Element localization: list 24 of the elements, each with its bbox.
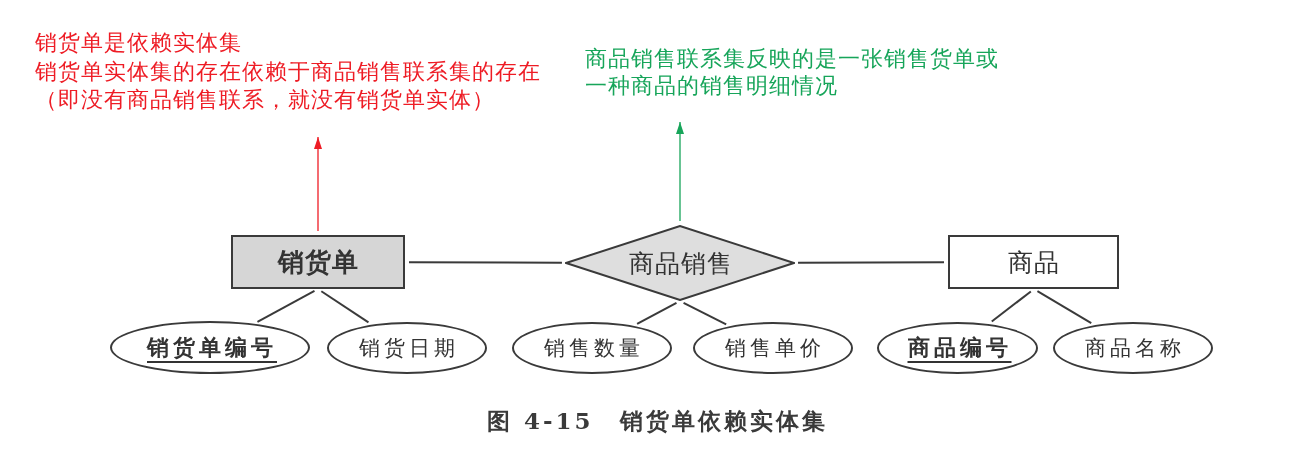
connector-line (636, 301, 678, 325)
connector-line (1036, 290, 1093, 325)
figure-caption: 图 4-15 销货单依赖实体集 (487, 406, 828, 436)
connector-line (797, 261, 945, 264)
connector-line (320, 290, 370, 324)
attribute-ellipse: 销售数量 (512, 322, 672, 374)
connector-line (256, 289, 316, 323)
relationship-diamond: 商品销售 (565, 225, 795, 301)
annotation-text: 商品销售联系集反映的是一张销售货单或一种商品的销售明细情况 (585, 45, 1000, 99)
attribute-ellipse: 销售单价 (693, 322, 853, 374)
attribute-ellipse: 商品编号 (877, 322, 1038, 374)
annotation-text: 销货单实体集的存在依赖于商品销售联系集的存在 (35, 57, 542, 86)
arrow (676, 121, 684, 222)
weak-entity-box: 销货单 (231, 235, 405, 289)
attribute-ellipse: 销货日期 (327, 322, 487, 374)
connector-line (408, 261, 563, 264)
annotation-text: 销货单是依赖实体集 (35, 29, 243, 57)
attribute-ellipse: 商品名称 (1053, 322, 1213, 374)
arrow (314, 136, 322, 232)
connector-line (990, 290, 1032, 323)
attribute-ellipse: 销货单编号 (110, 321, 310, 374)
annotation-text: （即没有商品销售联系，就没有销货单实体） (35, 86, 496, 114)
entity-box: 商品 (948, 235, 1119, 289)
connector-line (682, 301, 728, 326)
